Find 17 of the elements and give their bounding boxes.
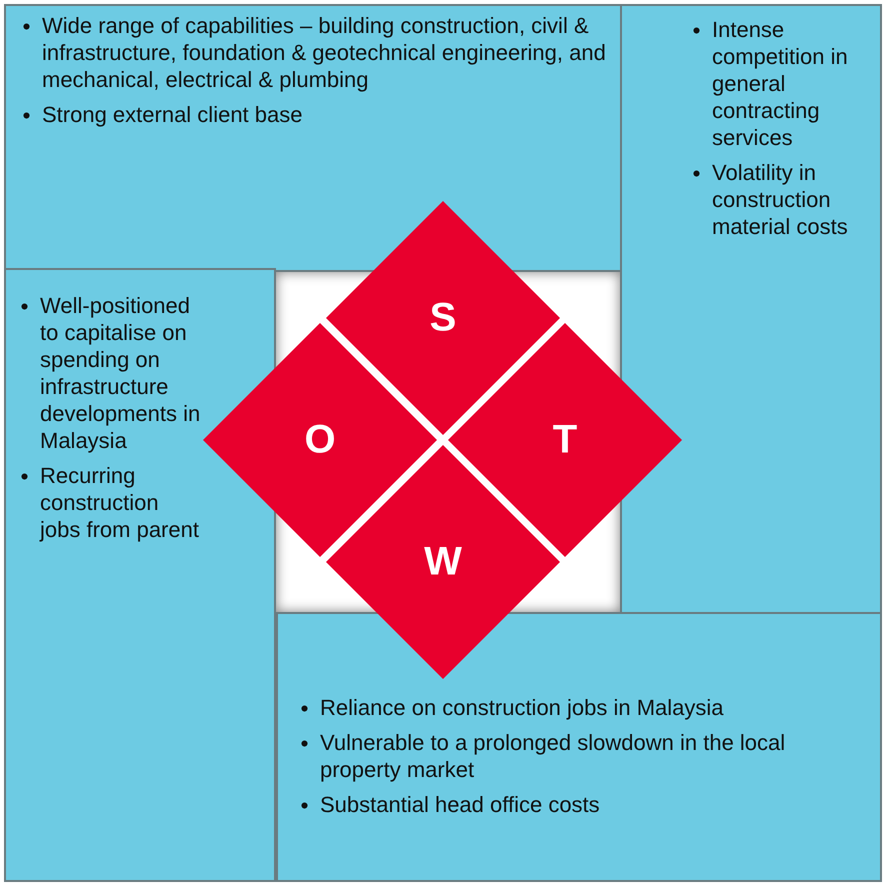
bullet-text: Well-positioned to capitalise on spending on infrastructure developments in Malaysia bbox=[40, 293, 200, 453]
quadrant-letter: W bbox=[424, 540, 462, 584]
quadrant-panel bbox=[620, 4, 882, 614]
bullet-text: Intense competition in general contracting services bbox=[712, 17, 848, 150]
bullet-text: Wide range of capabilities – building construction, civil & infrastructure, foundation & geotechnical engineering, and mechanical, electrical & plumbing bbox=[42, 13, 606, 92]
quadrant-letter: T bbox=[552, 418, 578, 462]
quadrant-letter: O bbox=[304, 418, 336, 462]
quadrant-panel bbox=[4, 4, 622, 272]
bullet-text: Strong external client base bbox=[42, 102, 302, 127]
bullet-text: Recurring construction jobs from parent bbox=[40, 463, 199, 542]
bullet-text: Reliance on construction jobs in Malaysia bbox=[320, 695, 724, 720]
bullet-text: Substantial head office costs bbox=[320, 792, 600, 817]
bullet-text: Volatility in construction material costs bbox=[712, 160, 848, 239]
quadrant-letter: S bbox=[430, 296, 456, 340]
quadrant-panel bbox=[276, 612, 882, 882]
bullet-text: Vulnerable to a prolonged slowdown in the local property market bbox=[320, 730, 786, 782]
quadrant-panel bbox=[4, 268, 276, 882]
